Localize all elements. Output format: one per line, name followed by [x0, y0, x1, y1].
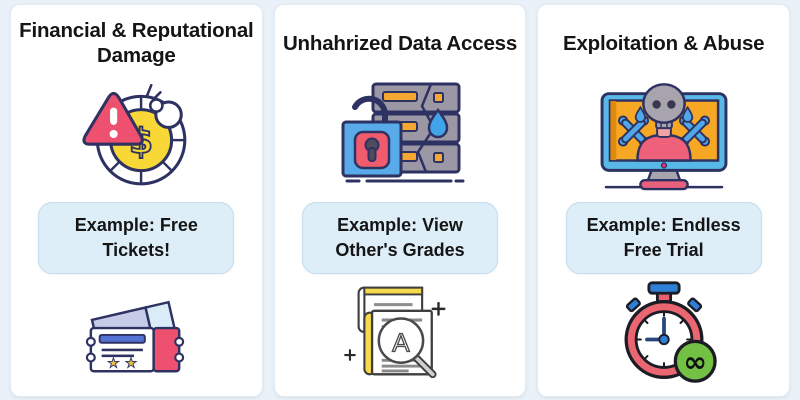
svg-text:A: A — [392, 328, 410, 358]
card-financial-reputational-damage: Financial & Reputational Damage $ — [10, 4, 263, 397]
grades-document-graphic: A — [344, 286, 446, 379]
server-padlock-leak-icon — [335, 75, 465, 191]
bitten-coin-warning-icon: $ — [76, 75, 196, 191]
card-title: Exploitation & Abuse — [562, 31, 765, 55]
monitor-skull-victim-icon — [594, 75, 734, 191]
example-text: Example: Free Tickets! — [74, 214, 198, 260]
example-box: Example: Free Tickets! — [38, 202, 235, 274]
example-text: Example: Endless Free Trial — [586, 214, 741, 260]
stopwatch-infinity-icon: ∞ — [605, 281, 723, 383]
grades-magnifier-icon: A — [337, 281, 463, 381]
example-box: Example: Endless Free Trial — [565, 202, 762, 274]
card-title: Financial & Reputational Damage — [19, 19, 254, 67]
bitten-coin-warning-graphic: $ — [82, 83, 187, 186]
example-text: Example: View Other's Grades — [335, 214, 465, 260]
card-exploitation-abuse: Exploitation & Abuse — [537, 4, 791, 397]
card-title: Unhahrized Data Access — [282, 31, 518, 55]
monitor-skull-graphic — [600, 83, 728, 191]
server-padlock-graphic — [341, 82, 465, 183]
card-unauthorized-data-access: Unhahrized Data Access — [273, 4, 527, 397]
svg-text:∞: ∞ — [683, 346, 707, 379]
tickets-graphic: ★ ★ — [86, 300, 185, 373]
svg-text:★: ★ — [125, 355, 137, 371]
tickets-icon: ★ ★ — [83, 281, 189, 381]
stopwatch-graphic: ∞ — [624, 281, 717, 383]
svg-text:★: ★ — [108, 355, 120, 371]
example-box: Example: View Other's Grades — [302, 202, 498, 274]
